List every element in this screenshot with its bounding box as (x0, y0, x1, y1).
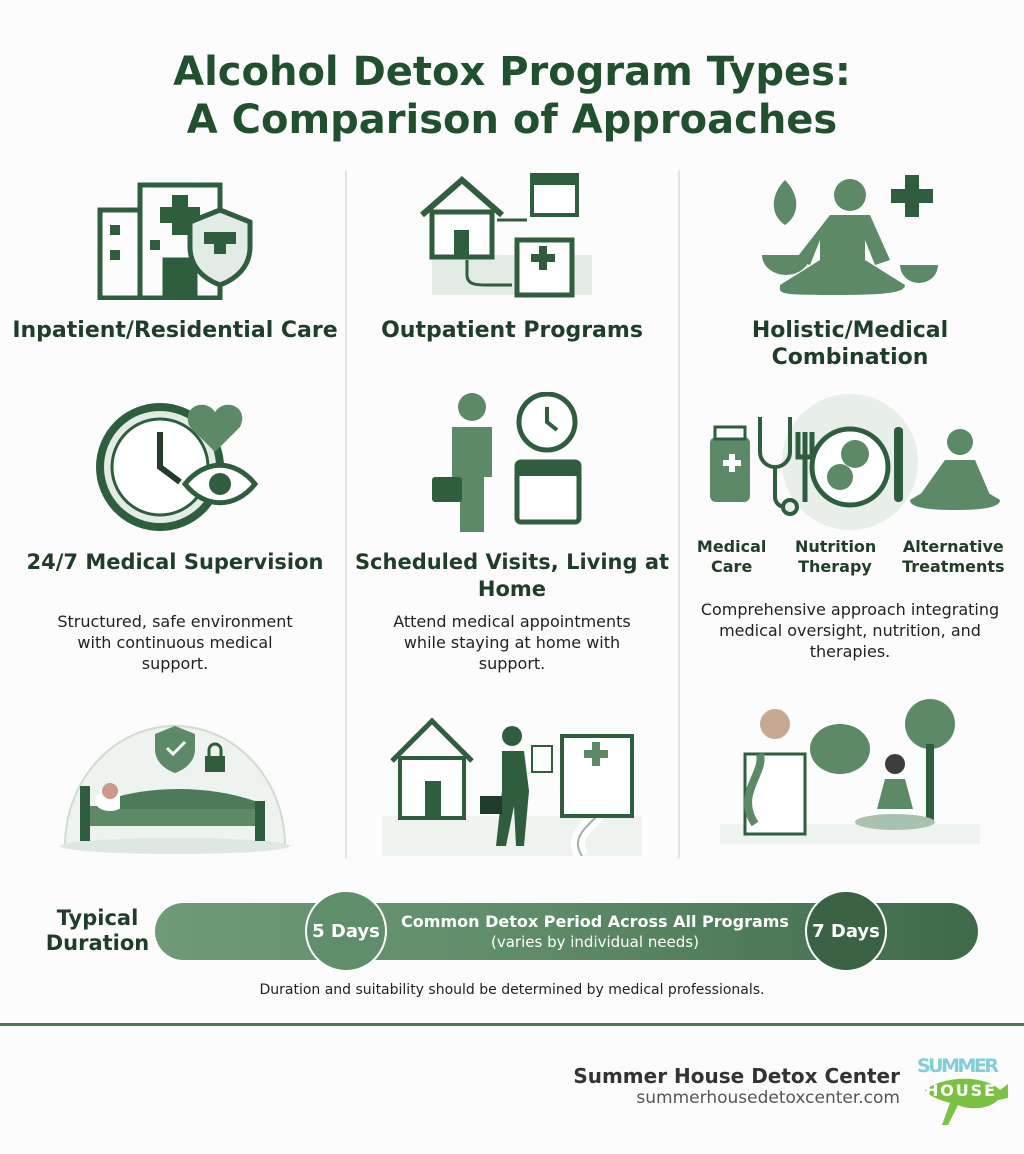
footer-divider (0, 1023, 1024, 1026)
column-outpatient: Outpatient Programs Scheduled Visits, Li… (342, 165, 682, 861)
footer-url[interactable]: summerhousedetoxcenter.com (636, 1088, 900, 1108)
holistic-sub-items: Medical Care Nutrition Therapy Alternati… (680, 537, 1020, 595)
duration-end-badge: 7 Days (805, 890, 887, 972)
column-heading: Outpatient Programs (381, 318, 643, 343)
column-holistic: Holistic/Medical Combination Medical Car… (680, 165, 1020, 849)
home-to-clinic-icon (342, 165, 682, 305)
svg-text:SUMMER: SUMMER (917, 1055, 999, 1077)
holistic-tools-icon (680, 387, 1020, 537)
footer-brand: Summer House Detox Center summerhousedet… (540, 1064, 900, 1108)
doctor-food-yoga-illustration (680, 689, 1020, 849)
column-subheading: Scheduled Visits, Living at Home (354, 550, 670, 601)
column-heading: Inpatient/Residential Care (12, 318, 338, 343)
column-description: Comprehensive approach integrating medic… (700, 600, 1000, 661)
meditation-leaf-cross-icon (680, 165, 1020, 305)
person-clock-calendar-icon (342, 387, 682, 537)
column-description: Attend medical appointments while stayin… (393, 612, 631, 673)
column-divider (345, 170, 347, 858)
walking-home-to-clinic-illustration (342, 701, 682, 861)
sub-item-medical-care: Medical Care (696, 537, 767, 576)
clock-heart-eye-icon (5, 387, 345, 537)
column-divider (678, 170, 680, 858)
column-heading: Holistic/Medical Combination (751, 318, 949, 370)
duration-label: Typical Duration (45, 906, 150, 955)
column-description: Structured, safe environment with contin… (57, 612, 293, 673)
column-inpatient: Inpatient/Residential Care 24/7 Medical … (5, 165, 345, 861)
disclaimer: Duration and suitability should be deter… (259, 982, 765, 998)
duration-text: Common Detox Period Across All Programs … (401, 912, 789, 951)
page-title: Alcohol Detox Program Types: A Compariso… (173, 49, 851, 143)
summer-house-logo: SUMMER HOUSE (915, 1050, 1015, 1130)
column-subheading: 24/7 Medical Supervision (26, 550, 324, 574)
duration-start-badge: 5 Days (305, 890, 387, 972)
hospital-shield-icon (5, 165, 345, 305)
svg-text:HOUSE: HOUSE (925, 1081, 995, 1100)
patient-in-bed-dome-illustration (5, 701, 345, 861)
sub-item-alternative-treatments: Alternative Treatments (902, 537, 1005, 576)
sub-item-nutrition-therapy: Nutrition Therapy (794, 537, 877, 576)
